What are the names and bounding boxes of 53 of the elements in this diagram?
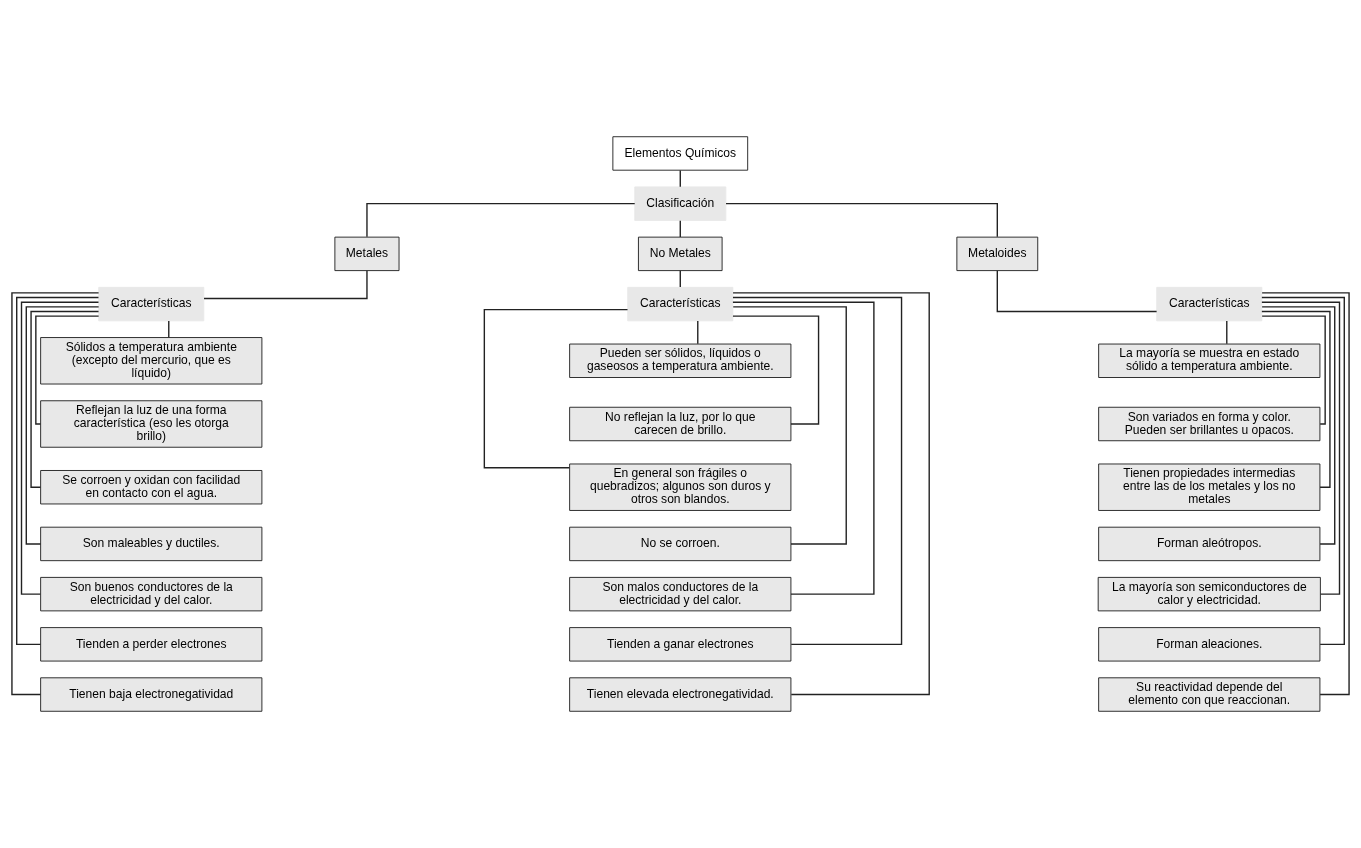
connector bbox=[725, 202, 998, 238]
connector bbox=[16, 296, 100, 646]
connector bbox=[697, 320, 699, 345]
node-box: Son buenos conductores de la electricidad y del calor. bbox=[40, 576, 263, 612]
connector bbox=[11, 292, 100, 696]
node-box: Metales bbox=[334, 236, 400, 272]
connector bbox=[1261, 292, 1350, 696]
connector bbox=[1261, 315, 1326, 425]
node-box: Tienen propiedades intermedias entre las de los metales y los no metales bbox=[1098, 463, 1321, 511]
node-box: Son malos conductores de la electricidad y del calor. bbox=[569, 576, 792, 612]
node-box: La mayoría se muestra en estado sólido a temperatura ambiente. bbox=[1098, 343, 1321, 378]
node-box: No Metales bbox=[637, 236, 723, 272]
connector bbox=[1261, 296, 1345, 646]
node-box: Metaloides bbox=[956, 236, 1039, 272]
node-box: En general son frágiles o quebradizos; algunos son duros y otros son blandos. bbox=[569, 463, 792, 511]
connector bbox=[35, 315, 100, 425]
node-box: Tienen elevada electronegatividad. bbox=[569, 677, 792, 712]
connector bbox=[996, 270, 1158, 313]
connector bbox=[732, 292, 930, 696]
connector bbox=[732, 315, 820, 425]
node-box: Pueden ser sólidos, líquidos o gaseosos a temperatura ambiente. bbox=[569, 343, 792, 378]
node-box: Reflejan la luz de una forma característica (eso les otorga brillo) bbox=[40, 400, 263, 448]
node-box: Su reactividad depende del elemento con que reaccionan. bbox=[1098, 677, 1321, 712]
node-box: Tienden a perder electrones bbox=[40, 627, 263, 662]
connector bbox=[30, 310, 100, 488]
node-box: No reflejan la luz, por lo que carecen de brillo. bbox=[569, 406, 792, 442]
node-box: La mayoría son semiconductores de calor y electricidad. bbox=[1097, 576, 1321, 612]
node-box: Clasificación bbox=[634, 186, 727, 221]
node-box: Características bbox=[1156, 286, 1263, 322]
node-box: Tienden a ganar electrones bbox=[569, 627, 792, 662]
node-box: Forman aleótropos. bbox=[1098, 526, 1321, 562]
node-box: Elementos Químicos bbox=[612, 136, 749, 171]
node-box: Forman aleaciones. bbox=[1098, 627, 1321, 662]
node-box: Características bbox=[627, 286, 734, 322]
connector bbox=[732, 301, 875, 595]
connector bbox=[25, 306, 100, 545]
node-box: Sólidos a temperatura ambiente (excepto del mercurio, que es líquido) bbox=[40, 337, 263, 385]
connector bbox=[366, 202, 636, 238]
connector bbox=[203, 270, 368, 300]
connector bbox=[1226, 320, 1228, 345]
node-box: Son variados en forma y color. Pueden ser brillantes u opacos. bbox=[1098, 406, 1321, 442]
connector bbox=[20, 301, 100, 595]
connector bbox=[732, 306, 847, 545]
connector bbox=[1261, 306, 1336, 545]
node-box: Características bbox=[98, 286, 205, 322]
node-box: Se corroen y oxidan con facilidad en contacto con el agua. bbox=[40, 470, 263, 505]
connector bbox=[483, 308, 629, 469]
node-box: Tienen baja electronegatividad bbox=[40, 677, 263, 712]
node-box: Son maleables y ductiles. bbox=[40, 526, 263, 562]
connector bbox=[1261, 310, 1331, 488]
connector bbox=[1261, 301, 1341, 595]
node-box: No se corroen. bbox=[569, 526, 792, 562]
connector bbox=[732, 296, 903, 646]
